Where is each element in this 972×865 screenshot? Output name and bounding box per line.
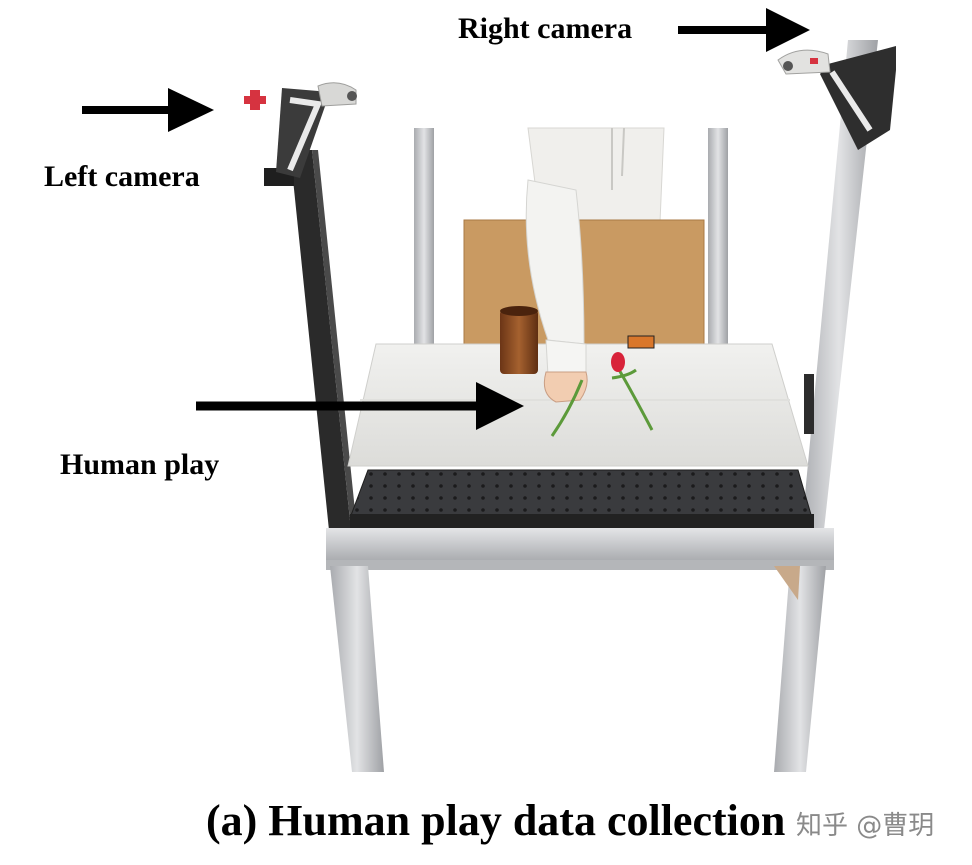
human-arm bbox=[525, 179, 588, 403]
right-frame bbox=[800, 40, 878, 548]
back-frame bbox=[414, 128, 728, 348]
left-camera-label: Left camera bbox=[44, 160, 200, 193]
right-camera-icon bbox=[777, 49, 831, 75]
orange-block bbox=[627, 335, 655, 349]
right-camera-mount bbox=[820, 46, 896, 150]
human-play-label: Human play bbox=[60, 448, 220, 481]
left-camera-mount bbox=[244, 88, 330, 178]
tulip-held bbox=[550, 379, 584, 437]
left-camera-arrow bbox=[82, 88, 214, 132]
figure-caption: (a) Human play data collection bbox=[206, 796, 786, 845]
left-camera-icon bbox=[317, 82, 357, 107]
watermark: 知乎 @曹玥 bbox=[796, 811, 935, 841]
right-camera-arrow bbox=[678, 8, 810, 52]
optical-breadboard bbox=[349, 469, 813, 519]
left-black-frame bbox=[264, 150, 358, 540]
tulip-on-table bbox=[611, 352, 654, 431]
human-play-arrow bbox=[196, 382, 524, 430]
right-camera-label: Right camera bbox=[458, 12, 633, 45]
brown-cup bbox=[500, 306, 538, 374]
lower-frame bbox=[326, 528, 834, 772]
